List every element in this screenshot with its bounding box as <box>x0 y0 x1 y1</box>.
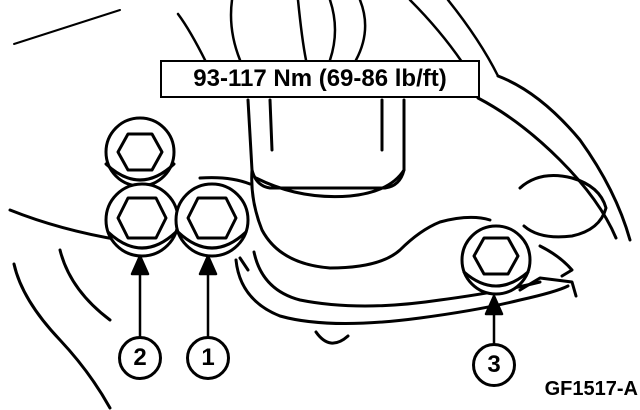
background-edge-line <box>13 9 121 45</box>
torque-spec-label: 93-117 Nm (69-86 lb/ft) <box>160 60 480 98</box>
bracket-casting <box>8 74 632 410</box>
upper-housing <box>176 0 500 78</box>
callout-2: 2 <box>118 336 162 380</box>
bolt-top <box>104 116 176 188</box>
bolt-1 <box>174 182 250 258</box>
callout-3: 3 <box>472 343 516 387</box>
callout-1: 1 <box>186 336 230 380</box>
bolt-2 <box>104 182 180 258</box>
figure-code: GF1517-A <box>544 378 638 400</box>
bolt-3 <box>460 224 532 296</box>
leader-arrows <box>130 254 504 345</box>
